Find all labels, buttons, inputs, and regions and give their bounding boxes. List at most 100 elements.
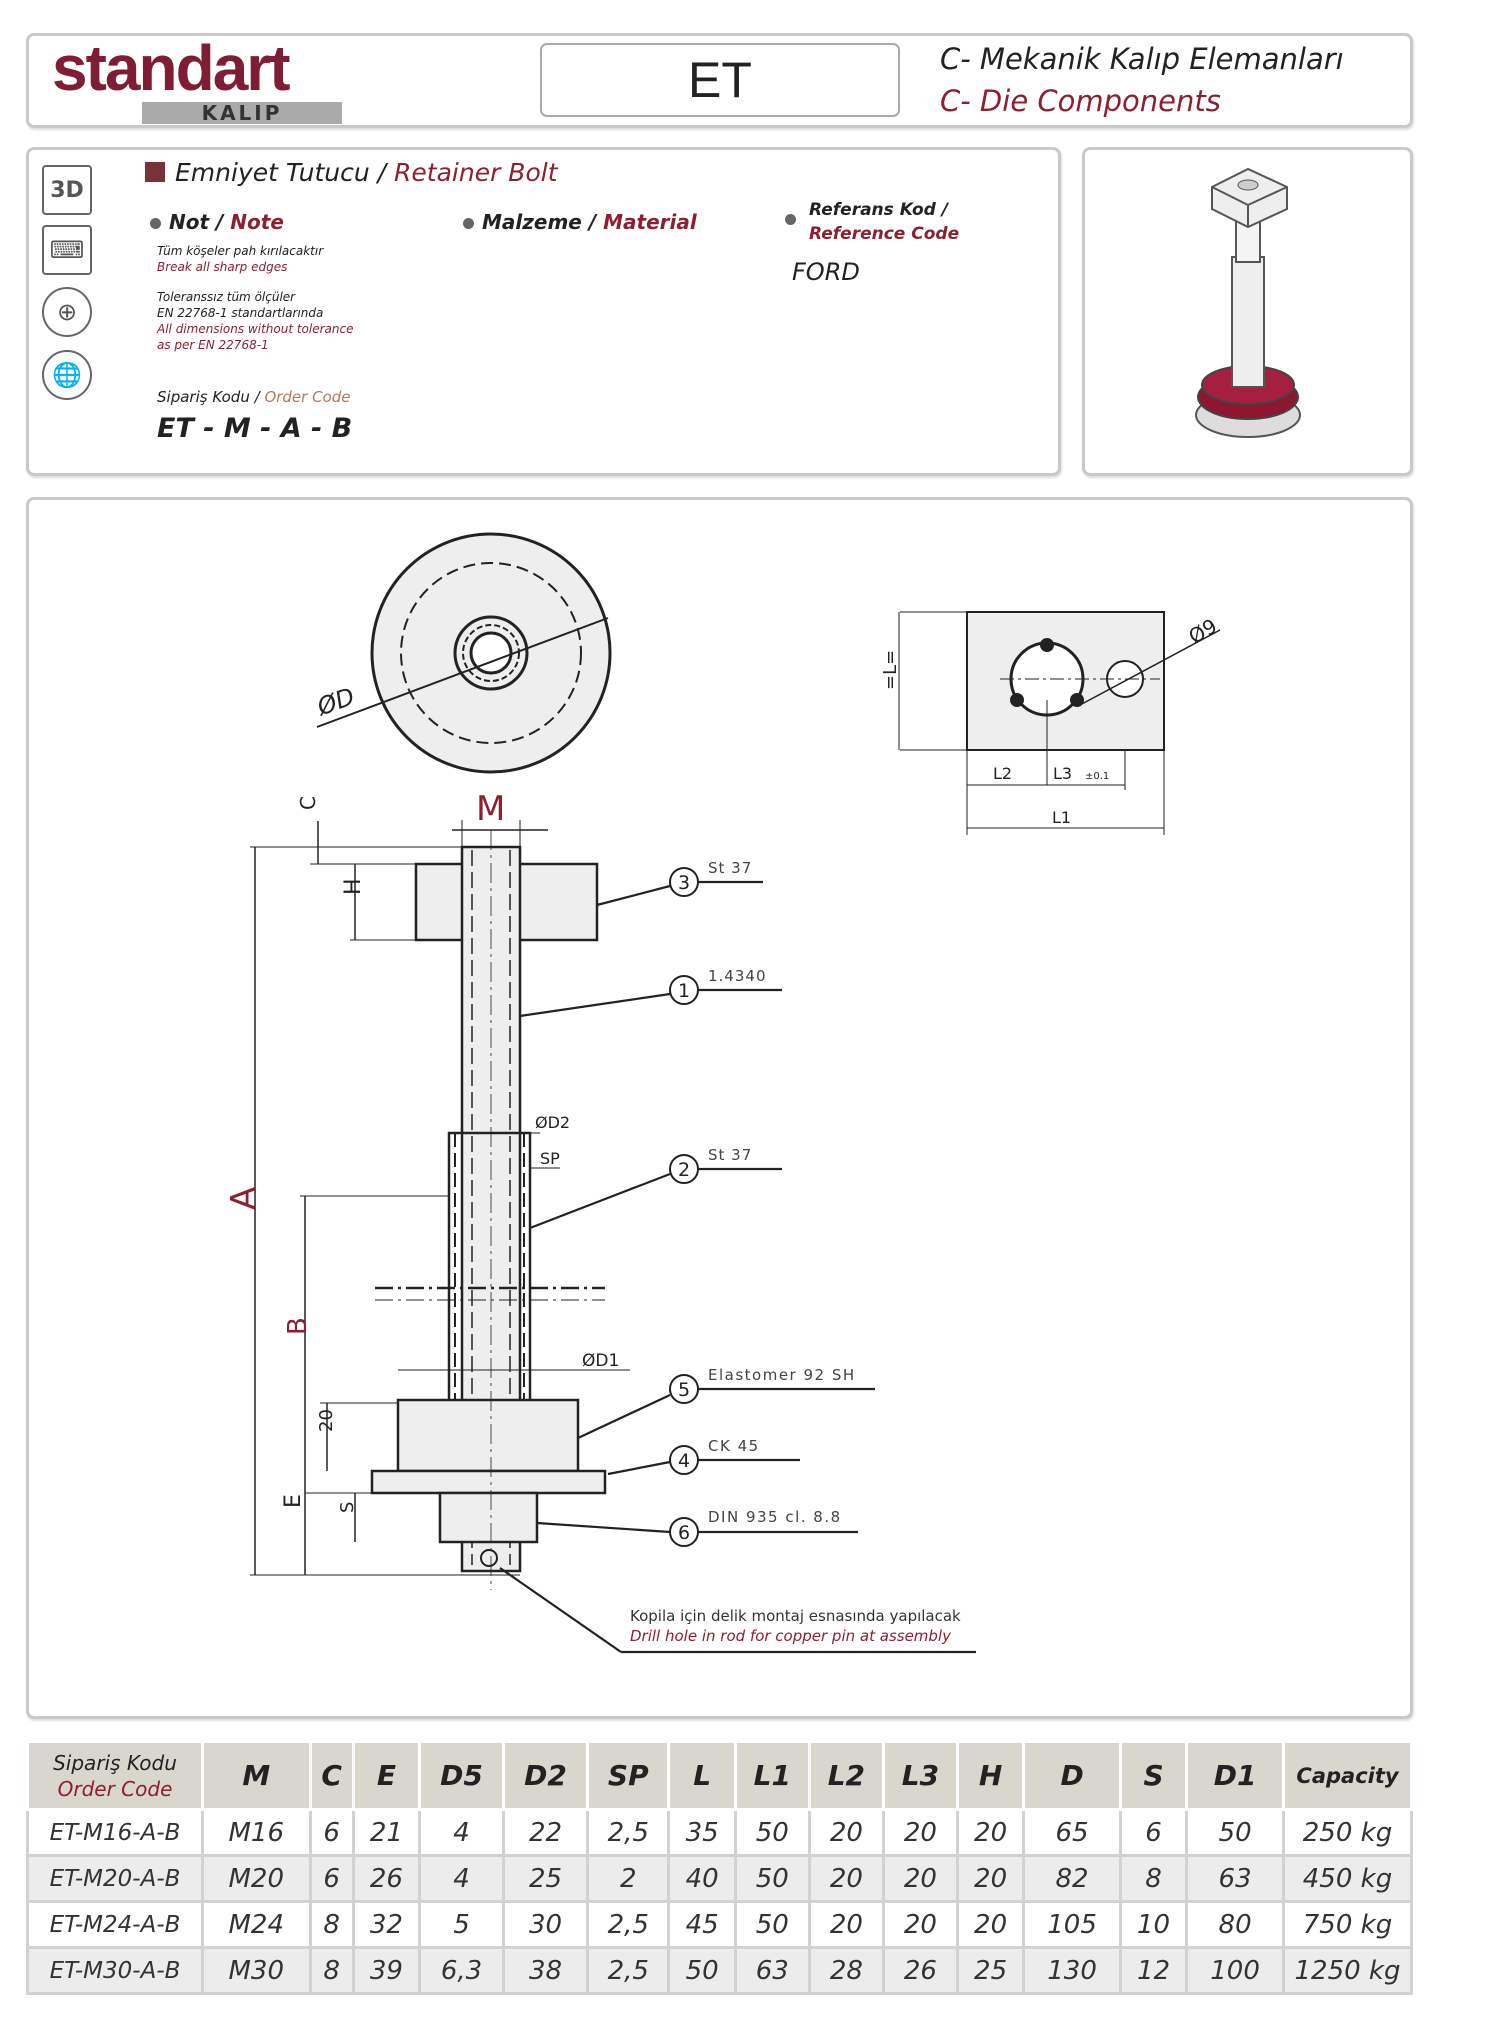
cell-l: 40 — [667, 1854, 737, 1903]
cell-l: 50 — [667, 1946, 737, 1995]
cell-l: 45 — [667, 1900, 737, 1949]
header-C: C — [308, 1740, 355, 1811]
dim-L: =L= — [880, 650, 901, 690]
product-title: Emniyet Tutucu / Retainer Bolt — [145, 158, 558, 187]
callout-number: 1 — [678, 980, 690, 1002]
cell-e: 21 — [351, 1808, 422, 1857]
cell-h: 20 — [955, 1808, 1026, 1857]
category-title-en: C- Die Components — [940, 84, 1221, 118]
cell-d2: 30 — [502, 1900, 590, 1949]
category-title-tr: C- Mekanik Kalıp Elemanları — [940, 42, 1344, 76]
dim-D2: ØD2 — [535, 1113, 570, 1132]
cell-m: M16 — [201, 1808, 312, 1857]
cell-l2: 20 — [807, 1808, 885, 1857]
cell-d1: 63 — [1185, 1854, 1285, 1903]
order-code-en: Order Code — [264, 388, 351, 406]
cell-capacity: 1250 kg — [1282, 1946, 1413, 1995]
cell-capacity: 250 kg — [1282, 1808, 1413, 1857]
reference-heading: Referans Kod / Reference Code — [785, 198, 959, 246]
callout-leaders — [499, 880, 976, 1654]
callout-4: 4 CK 45 — [669, 1437, 760, 1475]
note-2: Toleranssız tüm ölçüler EN 22768-1 stand… — [157, 289, 353, 353]
logo: standart KALIP — [52, 36, 342, 124]
dim-S: S — [337, 1502, 358, 1513]
cell-d5: 5 — [418, 1900, 506, 1949]
header-order-code-en: Order Code — [57, 1776, 173, 1801]
3d-icon[interactable]: 3D — [42, 165, 92, 215]
header-L: L — [667, 1740, 737, 1811]
cell-order-code: ET-M16-A-B — [26, 1808, 204, 1857]
header-L1: L1 — [733, 1740, 811, 1811]
cell-d: 82 — [1022, 1854, 1122, 1903]
cell-d1: 50 — [1185, 1808, 1285, 1857]
note-1: Tüm köşeler pah kırılacaktır Break all s… — [157, 243, 323, 275]
cell-d1: 100 — [1185, 1946, 1285, 1995]
header-D1: D1 — [1185, 1740, 1285, 1811]
cell-h: 20 — [955, 1854, 1026, 1903]
cell-order-code: ET-M20-A-B — [26, 1854, 204, 1903]
cell-d2: 22 — [502, 1808, 590, 1857]
cell-l3: 20 — [881, 1900, 959, 1949]
cell-l1: 50 — [733, 1900, 811, 1949]
callout-3: 3St 37 — [669, 859, 751, 897]
callout-material: 1.4340 — [708, 967, 767, 985]
top-view: ØD — [313, 532, 612, 774]
header-capacity: Capacity — [1282, 1740, 1413, 1811]
callout-number: 4 — [678, 1450, 690, 1472]
cell-m: M24 — [201, 1900, 312, 1949]
cell-s: 12 — [1118, 1946, 1189, 1995]
note-2-tr1: Toleranssız tüm ölçüler — [157, 290, 296, 304]
dim-diameter-D: ØD — [313, 682, 359, 721]
plate-hole-view: Ø9 =L= L2 L3 ±0.1 L1 — [880, 611, 1221, 835]
reference-tr: Referans Kod / — [809, 200, 948, 220]
material-heading: Malzeme / Material — [463, 210, 697, 234]
cell-m: M20 — [201, 1854, 312, 1903]
header-E: E — [351, 1740, 422, 1811]
callout-number: 2 — [678, 1159, 690, 1181]
cell-l1: 63 — [733, 1946, 811, 1995]
tolerance-icon[interactable]: ⊕ — [42, 287, 92, 337]
cell-capacity: 750 kg — [1282, 1900, 1413, 1949]
cell-e: 39 — [351, 1946, 422, 1995]
bullet-icon — [785, 214, 796, 225]
dim-L3: L3 — [1053, 764, 1072, 783]
callout-material: Elastomer 92 SH — [708, 1366, 856, 1384]
note-1-tr: Tüm köşeler pah kırılacaktır — [157, 244, 324, 258]
header-D2: D2 — [502, 1740, 590, 1811]
header-D5: D5 — [418, 1740, 506, 1811]
cell-s: 8 — [1118, 1854, 1189, 1903]
callout-material: CK 45 — [708, 1437, 760, 1455]
header-S: S — [1118, 1740, 1189, 1811]
header-L2: L2 — [807, 1740, 885, 1811]
dim-L3-tolerance: ±0.1 — [1085, 771, 1109, 782]
cell-sp: 2,5 — [586, 1900, 671, 1949]
cell-sp: 2,5 — [586, 1808, 671, 1857]
cell-c: 6 — [308, 1854, 355, 1903]
dim-E: E — [281, 1494, 306, 1508]
info-panel — [26, 147, 1061, 476]
cell-order-code: ET-M30-A-B — [26, 1946, 204, 1995]
drill-note-en: Drill hole in rod for copper pin at asse… — [630, 1627, 952, 1645]
order-code-pattern: ET - M - A - B — [157, 413, 353, 444]
dim-C: C — [296, 796, 320, 810]
cell-d: 65 — [1022, 1808, 1122, 1857]
note-1-en: Break all sharp edges — [157, 260, 288, 274]
globe-icon[interactable]: 🌐 — [42, 350, 92, 400]
dim-L2: L2 — [993, 764, 1012, 783]
drill-note-tr: Kopila için delik montaj esnasında yapıl… — [630, 1607, 961, 1625]
bullet-icon — [150, 218, 161, 229]
cell-d1: 80 — [1185, 1900, 1285, 1949]
cell-d: 130 — [1022, 1946, 1122, 1995]
cell-d5: 4 — [418, 1808, 506, 1857]
callout-1: 1 1.4340 — [669, 967, 767, 1005]
cad-icon[interactable]: ⌨ — [42, 225, 92, 275]
cell-l2: 20 — [807, 1854, 885, 1903]
